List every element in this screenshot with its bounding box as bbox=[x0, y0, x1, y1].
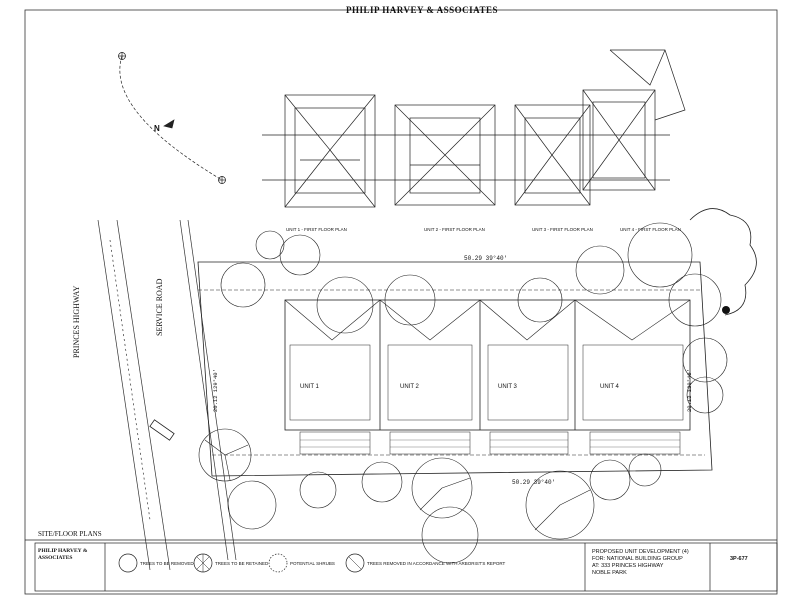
legend-item-arborist: TREES REMOVED IN ACCORDANCE WITH ARBORIS… bbox=[367, 561, 506, 566]
first-floor-unit-1 bbox=[284, 94, 376, 208]
datum-marker bbox=[722, 306, 730, 314]
unit-label-1: UNIT 1 bbox=[300, 384, 319, 390]
first-floor-label-unit-3: UNIT 3 - FIRST FLOOR PLAN bbox=[532, 227, 593, 232]
first-floor-label-unit-2: UNIT 2 - FIRST FLOOR PLAN bbox=[424, 227, 485, 232]
site-plan bbox=[197, 261, 713, 477]
project-line-4: NOBLE PARK bbox=[592, 570, 627, 576]
first-floor-label-unit-4: UNIT 4 - FIRST FLOOR PLAN bbox=[620, 227, 681, 232]
ground-floor-outline bbox=[284, 299, 691, 431]
first-floor-plans bbox=[262, 49, 686, 208]
unit-label-4: UNIT 4 bbox=[600, 384, 619, 390]
project-line-3: AT: 333 PRINCES HIGHWAY bbox=[592, 563, 664, 569]
legend-item-removed: TREES TO BE REMOVED bbox=[140, 561, 194, 566]
project-line-1: PROPOSED UNIT DEVELOPMENT (4) bbox=[592, 549, 689, 555]
legend-item-retained: TREES TO BE RETAINED bbox=[215, 561, 269, 566]
job-number: 3P-677 bbox=[730, 556, 748, 562]
first-floor-unit-4 bbox=[582, 49, 686, 191]
first-floor-unit-3 bbox=[514, 104, 591, 206]
legend-and-title-block bbox=[25, 539, 778, 592]
unit-label-3: UNIT 3 bbox=[498, 384, 517, 390]
north-label: N bbox=[154, 124, 160, 133]
dimension-left: 20.12 129°40' bbox=[212, 369, 219, 412]
sheet-border bbox=[24, 9, 778, 595]
dimension-bottom: 50.29 39°40' bbox=[512, 479, 556, 486]
roads bbox=[97, 219, 237, 571]
first-floor-label-unit-1: UNIT 1 - FIRST FLOOR PLAN bbox=[286, 227, 347, 232]
project-line-2: FOR: NATIONAL BUILDING GROUP bbox=[592, 556, 683, 562]
dimension-right: 20.12 129°40' bbox=[686, 369, 693, 412]
legend-item-shrubs: POTENTIAL SHRUBS bbox=[290, 561, 335, 566]
dimension-top: 50.29 39°40' bbox=[464, 255, 508, 262]
trees bbox=[198, 208, 757, 564]
drawing-title: SITE/FLOOR PLANS bbox=[38, 530, 102, 538]
site-boundary bbox=[197, 261, 713, 477]
unit-label-2: UNIT 2 bbox=[400, 384, 419, 390]
road-label-highway: PRINCES HIGHWAY bbox=[72, 285, 81, 358]
north-arrow bbox=[118, 52, 226, 184]
road-label-service: SERVICE ROAD bbox=[155, 278, 164, 336]
footpath-marker bbox=[149, 419, 175, 441]
header-firm-name: PHILIP HARVEY & ASSOCIATES bbox=[346, 5, 498, 15]
legend-firm-name: PHILIP HARVEY & ASSOCIATES bbox=[38, 548, 88, 561]
first-floor-unit-2 bbox=[394, 104, 496, 206]
